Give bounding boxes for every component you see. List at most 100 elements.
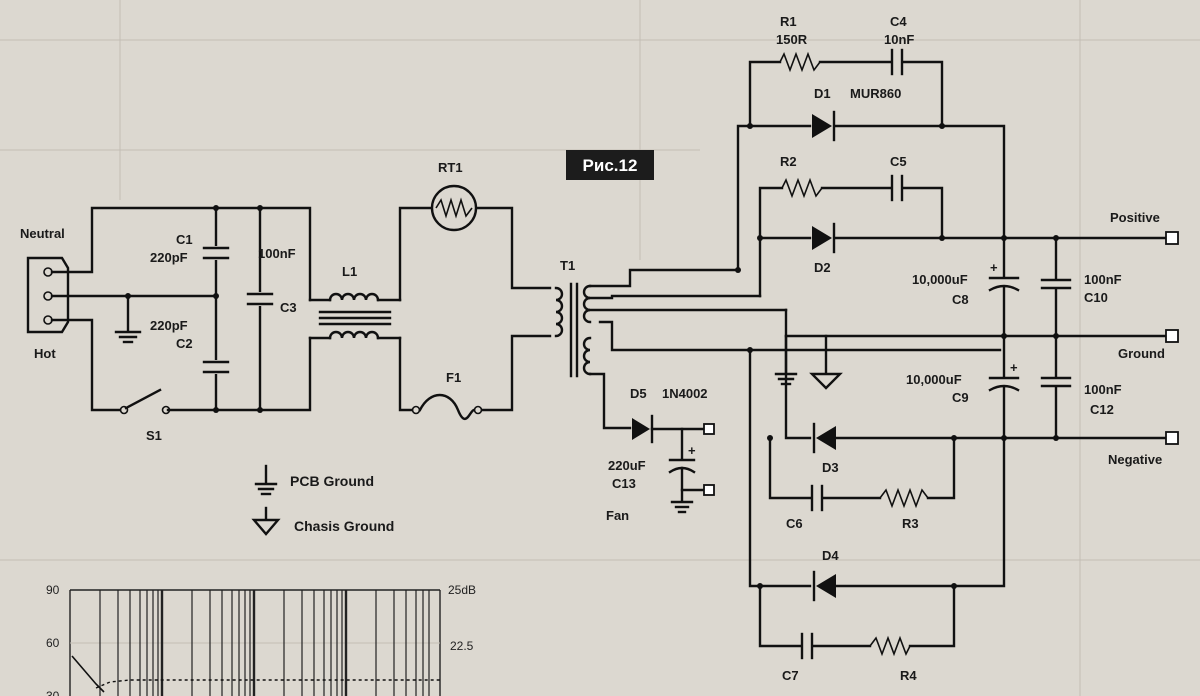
- capacitor-c6: [810, 484, 824, 512]
- c9-name: C9: [952, 390, 969, 405]
- c13-name: C13: [612, 476, 636, 491]
- legend-chassis-ground-icon: [251, 506, 281, 536]
- pcb-ground-icon: [114, 330, 142, 344]
- figure-label-box: Рис.12: [566, 150, 654, 180]
- secondary-pcb-ground-icon: [774, 334, 798, 386]
- c7-name: C7: [782, 668, 799, 683]
- capacitor-c4: [890, 48, 904, 76]
- rectifier-bridge-wiring: [735, 60, 1172, 648]
- capacitor-c13: +: [668, 427, 706, 514]
- r3-name: R3: [902, 516, 919, 531]
- d4-name: D4: [822, 548, 839, 563]
- graph-right-tick-2: 22.5: [450, 639, 474, 653]
- c1-name: C1: [176, 232, 193, 247]
- svg-text:+: +: [688, 443, 696, 458]
- c1-value: 220pF: [150, 250, 188, 265]
- l1-label: L1: [342, 264, 357, 279]
- negative-label: Negative: [1108, 452, 1162, 467]
- s1-label: S1: [146, 428, 162, 443]
- legend-pcb-ground-label: PCB Ground: [290, 473, 374, 489]
- input-wiring: [50, 205, 312, 413]
- svg-text:+: +: [1010, 360, 1018, 375]
- inductor-l1: [308, 292, 402, 340]
- neutral-label: Neutral: [20, 226, 65, 241]
- positive-terminal: [1165, 231, 1179, 245]
- capacitor-c2: [202, 360, 230, 374]
- c8-name: C8: [952, 292, 969, 307]
- ground-terminal: [1165, 329, 1179, 343]
- d1-name: D1: [814, 86, 831, 101]
- capacitor-c9: +: [988, 334, 1020, 440]
- c2-name: C2: [176, 336, 193, 351]
- ground-label: Ground: [1118, 346, 1165, 361]
- c10-name: C10: [1084, 290, 1108, 305]
- graph-left-tick-3: 30: [46, 689, 60, 696]
- c10-value: 100nF: [1084, 272, 1122, 287]
- d1-value: MUR860: [850, 86, 901, 101]
- c9-value: 10,000uF: [906, 372, 962, 387]
- diode-d5: [632, 414, 706, 444]
- capacitor-c1: [202, 246, 230, 260]
- positive-label: Positive: [1110, 210, 1160, 225]
- fan-negative-terminal: [703, 484, 715, 496]
- c13-value: 220uF: [608, 458, 646, 473]
- c8-value: 10,000uF: [912, 272, 968, 287]
- diode-d1: [812, 110, 836, 142]
- capacitor-c7: [800, 632, 814, 660]
- resistor-r3: [879, 487, 929, 509]
- c3-name: C3: [280, 300, 297, 315]
- r4-name: R4: [900, 668, 917, 683]
- c12-name: C12: [1090, 402, 1114, 417]
- fan-positive-terminal: [703, 423, 715, 435]
- d2-name: D2: [814, 260, 831, 275]
- fan-label: Fan: [606, 508, 629, 523]
- resistor-r4: [869, 635, 911, 657]
- legend-chassis-ground-label: Chasis Ground: [294, 518, 394, 534]
- resistor-r1: [779, 51, 821, 73]
- capacitor-c10: [1040, 236, 1072, 338]
- capacitor-c12: [1040, 334, 1072, 440]
- secondary-wiring: [588, 268, 788, 430]
- secondary-chassis-ground-icon: [809, 334, 843, 390]
- d3-name: D3: [822, 460, 839, 475]
- frequency-graph-fragment: [69, 589, 441, 696]
- resistor-r2: [781, 177, 823, 199]
- diode-d4: [812, 570, 836, 602]
- graph-left-tick-2: 60: [46, 636, 60, 650]
- switch-s1: [119, 388, 171, 415]
- t1-label: T1: [560, 258, 575, 273]
- svg-text:+: +: [990, 260, 998, 275]
- thermistor-rt1: [398, 184, 552, 302]
- ac-inlet-icon: [26, 256, 70, 334]
- transformer-t1: [554, 282, 592, 378]
- f1-label: F1: [446, 370, 461, 385]
- capacitor-c3: [246, 292, 274, 306]
- c2-value: 220pF: [150, 318, 188, 333]
- hot-label: Hot: [34, 346, 56, 361]
- diode-d3: [812, 422, 836, 454]
- capacitor-c8: +: [988, 236, 1020, 338]
- d5-name: D5: [630, 386, 647, 401]
- c5-name: C5: [890, 154, 907, 169]
- figure-label: Рис.12: [583, 156, 638, 175]
- c3-value: 100nF: [258, 246, 296, 261]
- negative-terminal: [1165, 431, 1179, 445]
- legend-pcb-ground-icon: [254, 464, 278, 496]
- diode-d2: [812, 222, 836, 254]
- c12-value: 100nF: [1084, 382, 1122, 397]
- capacitor-c5: [890, 174, 904, 202]
- r1-name: R1: [780, 14, 797, 29]
- c4-name: C4: [890, 14, 907, 29]
- c6-name: C6: [786, 516, 803, 531]
- rt1-label: RT1: [438, 160, 463, 175]
- r1-value: 150R: [776, 32, 808, 47]
- graph-right-tick-1: 25dB: [448, 583, 476, 597]
- d5-value: 1N4002: [662, 386, 708, 401]
- r2-name: R2: [780, 154, 797, 169]
- fuse-f1: [398, 334, 552, 420]
- c4-value: 10nF: [884, 32, 914, 47]
- graph-left-tick-1: 90: [46, 583, 60, 597]
